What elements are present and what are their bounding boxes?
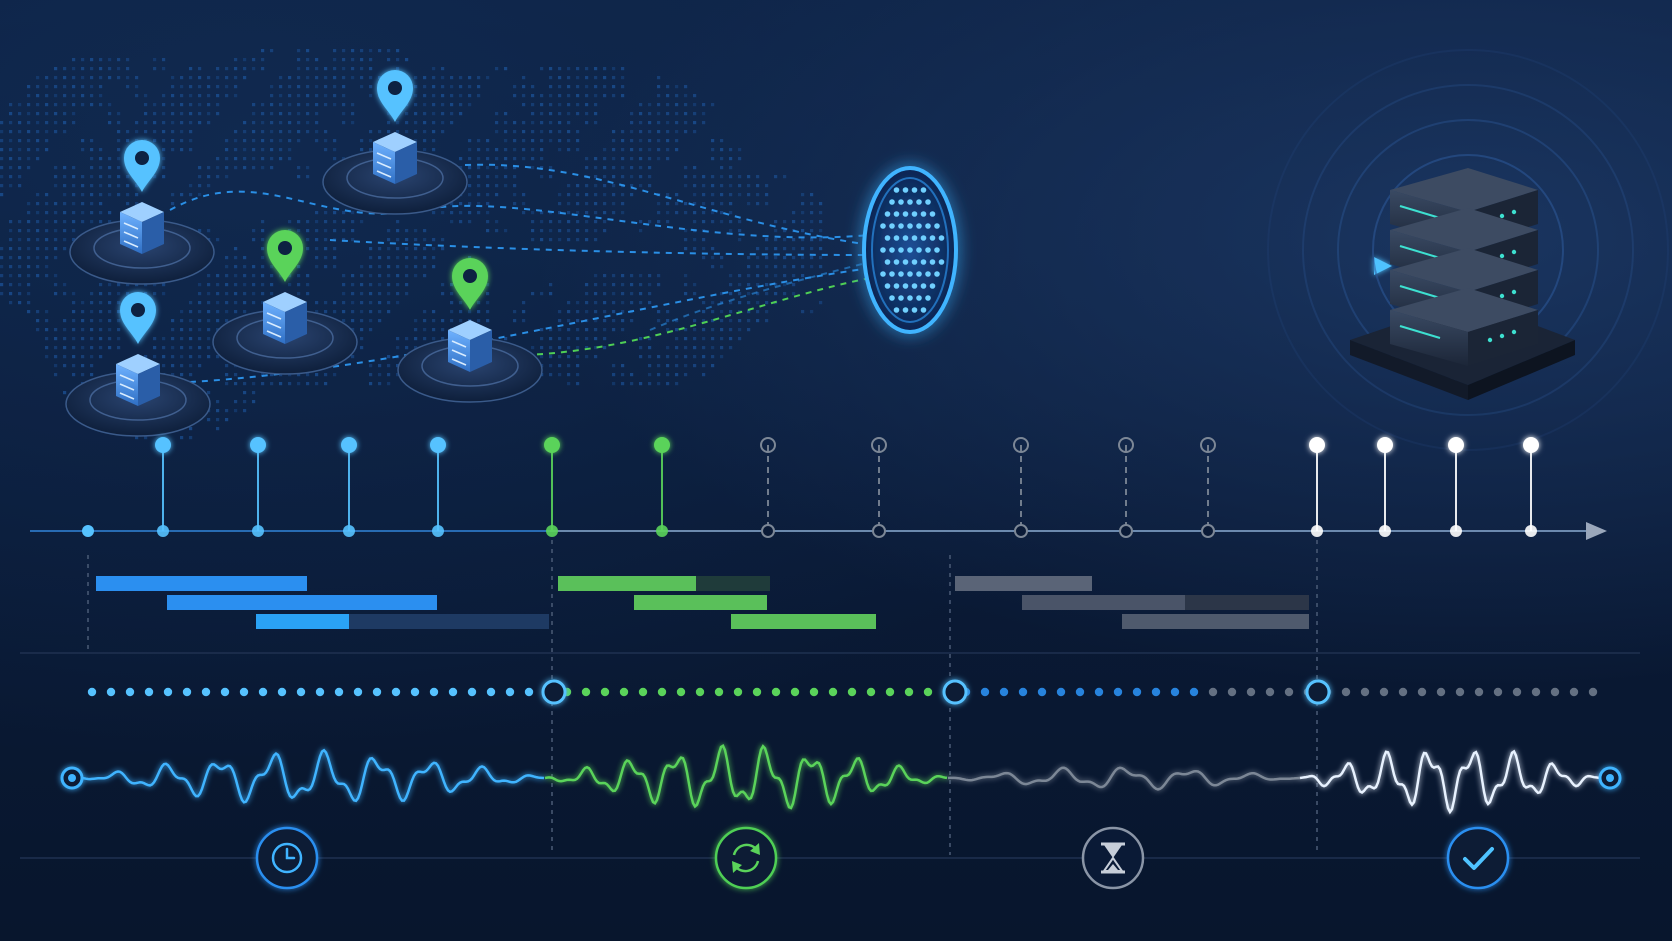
task-bar — [256, 614, 349, 629]
source-nodes — [65, 70, 543, 437]
server-icon — [448, 320, 492, 372]
server-icon — [263, 292, 307, 344]
task-bar — [1185, 595, 1309, 610]
source-node — [212, 230, 358, 375]
location-pin-icon — [120, 292, 156, 344]
connection-line — [189, 267, 871, 383]
timeline-event — [654, 437, 670, 537]
timeline-start-dot — [82, 525, 94, 537]
milestone-marker — [541, 679, 567, 705]
source-node — [397, 258, 543, 403]
server-icon — [120, 202, 164, 254]
timeline-event — [155, 437, 171, 537]
connection-line — [464, 163, 871, 246]
phase-dividers — [87, 540, 1318, 855]
milestone-marker — [942, 679, 968, 705]
task-bar — [1122, 614, 1309, 629]
timeline-event — [760, 437, 776, 538]
source-node — [65, 292, 211, 437]
timeline-event — [544, 437, 560, 537]
timeline — [30, 437, 1607, 540]
progress-dots — [87, 679, 1598, 705]
timeline-event — [250, 437, 266, 537]
timeline-event — [1523, 437, 1539, 537]
data-beam — [960, 257, 1392, 275]
rack-unit — [1390, 288, 1538, 366]
connection-line — [169, 190, 871, 239]
task-bar — [96, 576, 307, 591]
timeline-event — [1377, 437, 1393, 537]
location-pin-icon — [124, 140, 160, 192]
timeline-event — [1013, 437, 1029, 538]
location-pin-icon — [452, 258, 488, 310]
phase-icons — [255, 826, 1510, 890]
task-bar — [955, 576, 1092, 591]
connection-line — [329, 239, 871, 256]
server-icon — [373, 132, 417, 184]
gantt-bars — [96, 576, 1309, 629]
location-pin-icon — [267, 230, 303, 282]
timeline-arrow-icon — [1586, 522, 1607, 540]
timeline-event — [1448, 437, 1464, 537]
server-icon — [116, 354, 160, 406]
hourglass-icon — [1081, 826, 1145, 890]
task-bar — [731, 614, 876, 629]
checkmark-icon — [1446, 826, 1510, 890]
location-pin-icon — [377, 70, 413, 122]
milestone-marker — [1305, 679, 1331, 705]
clock-icon — [255, 826, 319, 890]
sync-icon — [714, 826, 778, 890]
timeline-event — [871, 437, 887, 538]
task-bar — [1022, 595, 1185, 610]
timeline-event — [1118, 437, 1134, 538]
timeline-event — [341, 437, 357, 537]
timeline-event — [430, 437, 446, 537]
task-bar — [558, 576, 696, 591]
connection-line — [649, 261, 871, 331]
task-bar — [634, 595, 767, 610]
source-node — [69, 140, 215, 285]
task-bar — [696, 576, 770, 591]
aggregation-hub — [862, 166, 958, 334]
task-bar — [349, 614, 549, 629]
timeline-event — [1309, 437, 1325, 537]
timeline-event — [1200, 437, 1216, 538]
connection-line — [524, 277, 871, 356]
source-node — [322, 70, 468, 215]
server-rack — [1267, 49, 1669, 451]
hub-dots — [880, 187, 945, 313]
waveform — [60, 744, 1622, 815]
task-bar — [167, 595, 437, 610]
